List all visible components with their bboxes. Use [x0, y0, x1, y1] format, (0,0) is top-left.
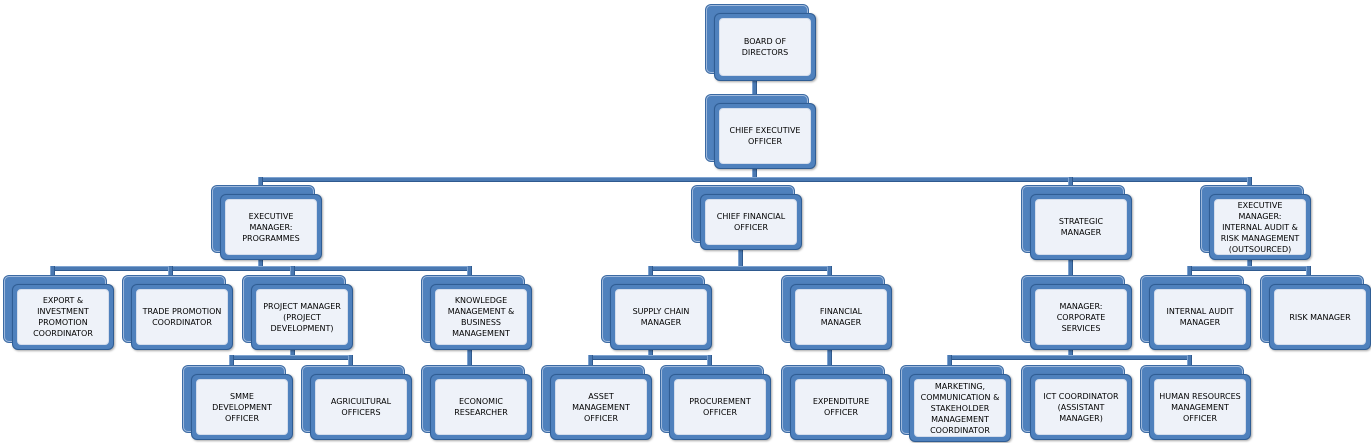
connector [467, 266, 472, 280]
connector [1187, 355, 1192, 369]
node-asset-management-officer: ASSET MANAGEMENT OFFICER [542, 366, 652, 440]
connector [229, 355, 353, 360]
node-board-of-directors: BOARD OF DIRECTORS [706, 5, 816, 81]
connector [648, 346, 653, 360]
connector [588, 355, 712, 360]
connector [752, 166, 757, 180]
node-supply-chain-manager: SUPPLY CHAIN MANAGER [602, 276, 712, 350]
node-procurement-officer: PROCUREMENT OFFICER [661, 366, 771, 440]
connector [588, 355, 593, 369]
connector [1247, 177, 1252, 191]
connector [707, 355, 712, 369]
connector [1068, 346, 1073, 360]
connector [1187, 266, 1192, 280]
connector [827, 346, 832, 370]
connector [947, 355, 1192, 360]
connector [290, 346, 295, 360]
node-strategic-manager: STRATEGIC MANAGER [1022, 186, 1132, 260]
node-executive-manager-internal-audit: EXECUTIVE MANAGER: INTERNAL AUDIT & RISK… [1201, 186, 1311, 260]
connector [258, 256, 263, 270]
node-trade-promotion-coordinator: TRADE PROMOTION COORDINATOR [123, 276, 233, 350]
node-chief-executive-officer: CHIEF EXECUTIVE OFFICER [706, 95, 816, 169]
node-ict-coordinator: ICT COORDINATOR (ASSISTANT MANAGER) [1022, 366, 1132, 440]
connector [1306, 266, 1311, 280]
node-internal-audit-manager: INTERNAL AUDIT MANAGER [1141, 276, 1251, 350]
connector [752, 78, 757, 100]
node-marketing-communication-coordinator: MARKETING, COMMUNICATION & STAKEHOLDER M… [901, 366, 1011, 442]
connector [348, 355, 353, 369]
node-export-investment-coordinator: EXPORT & INVESTMENT PROMOTION COORDINATO… [4, 276, 114, 350]
node-risk-manager: RISK MANAGER [1261, 276, 1371, 350]
connector [648, 266, 832, 271]
connector [648, 266, 653, 280]
connector [258, 177, 263, 191]
connector [258, 177, 1252, 182]
node-chief-financial-officer: CHIEF FINANCIAL OFFICER [692, 186, 802, 250]
connector [467, 346, 472, 370]
connector [947, 355, 952, 369]
node-smme-development-officer: SMME DEVELOPMENT OFFICER [183, 366, 293, 440]
connector [168, 266, 173, 280]
connector [1187, 266, 1311, 271]
connector [1068, 256, 1073, 280]
connector [50, 266, 55, 280]
node-agricultural-officers: AGRICULTURAL OFFICERS [302, 366, 412, 440]
node-manager-corporate-services: MANAGER: CORPORATE SERVICES [1022, 276, 1132, 350]
connector [827, 266, 832, 280]
node-economic-researcher: ECONOMIC RESEARCHER [422, 366, 532, 440]
connector [1247, 256, 1252, 270]
node-executive-manager-programmes: EXECUTIVE MANAGER: PROGRAMMES [212, 186, 322, 260]
node-project-manager: PROJECT MANAGER (PROJECT DEVELOPMENT) [243, 276, 353, 350]
connector [738, 246, 743, 270]
connector [1068, 177, 1073, 191]
connector [50, 266, 472, 271]
node-expenditure-officer: EXPENDITURE OFFICER [782, 366, 892, 440]
connector [290, 266, 295, 280]
connector [229, 355, 234, 369]
node-knowledge-management: KNOWLEDGE MANAGEMENT & BUSINESS MANAGEME… [422, 276, 532, 350]
node-human-resources-officer: HUMAN RESOURCES MANAGEMENT OFFICER [1141, 366, 1251, 440]
node-financial-manager: FINANCIAL MANAGER [782, 276, 892, 350]
